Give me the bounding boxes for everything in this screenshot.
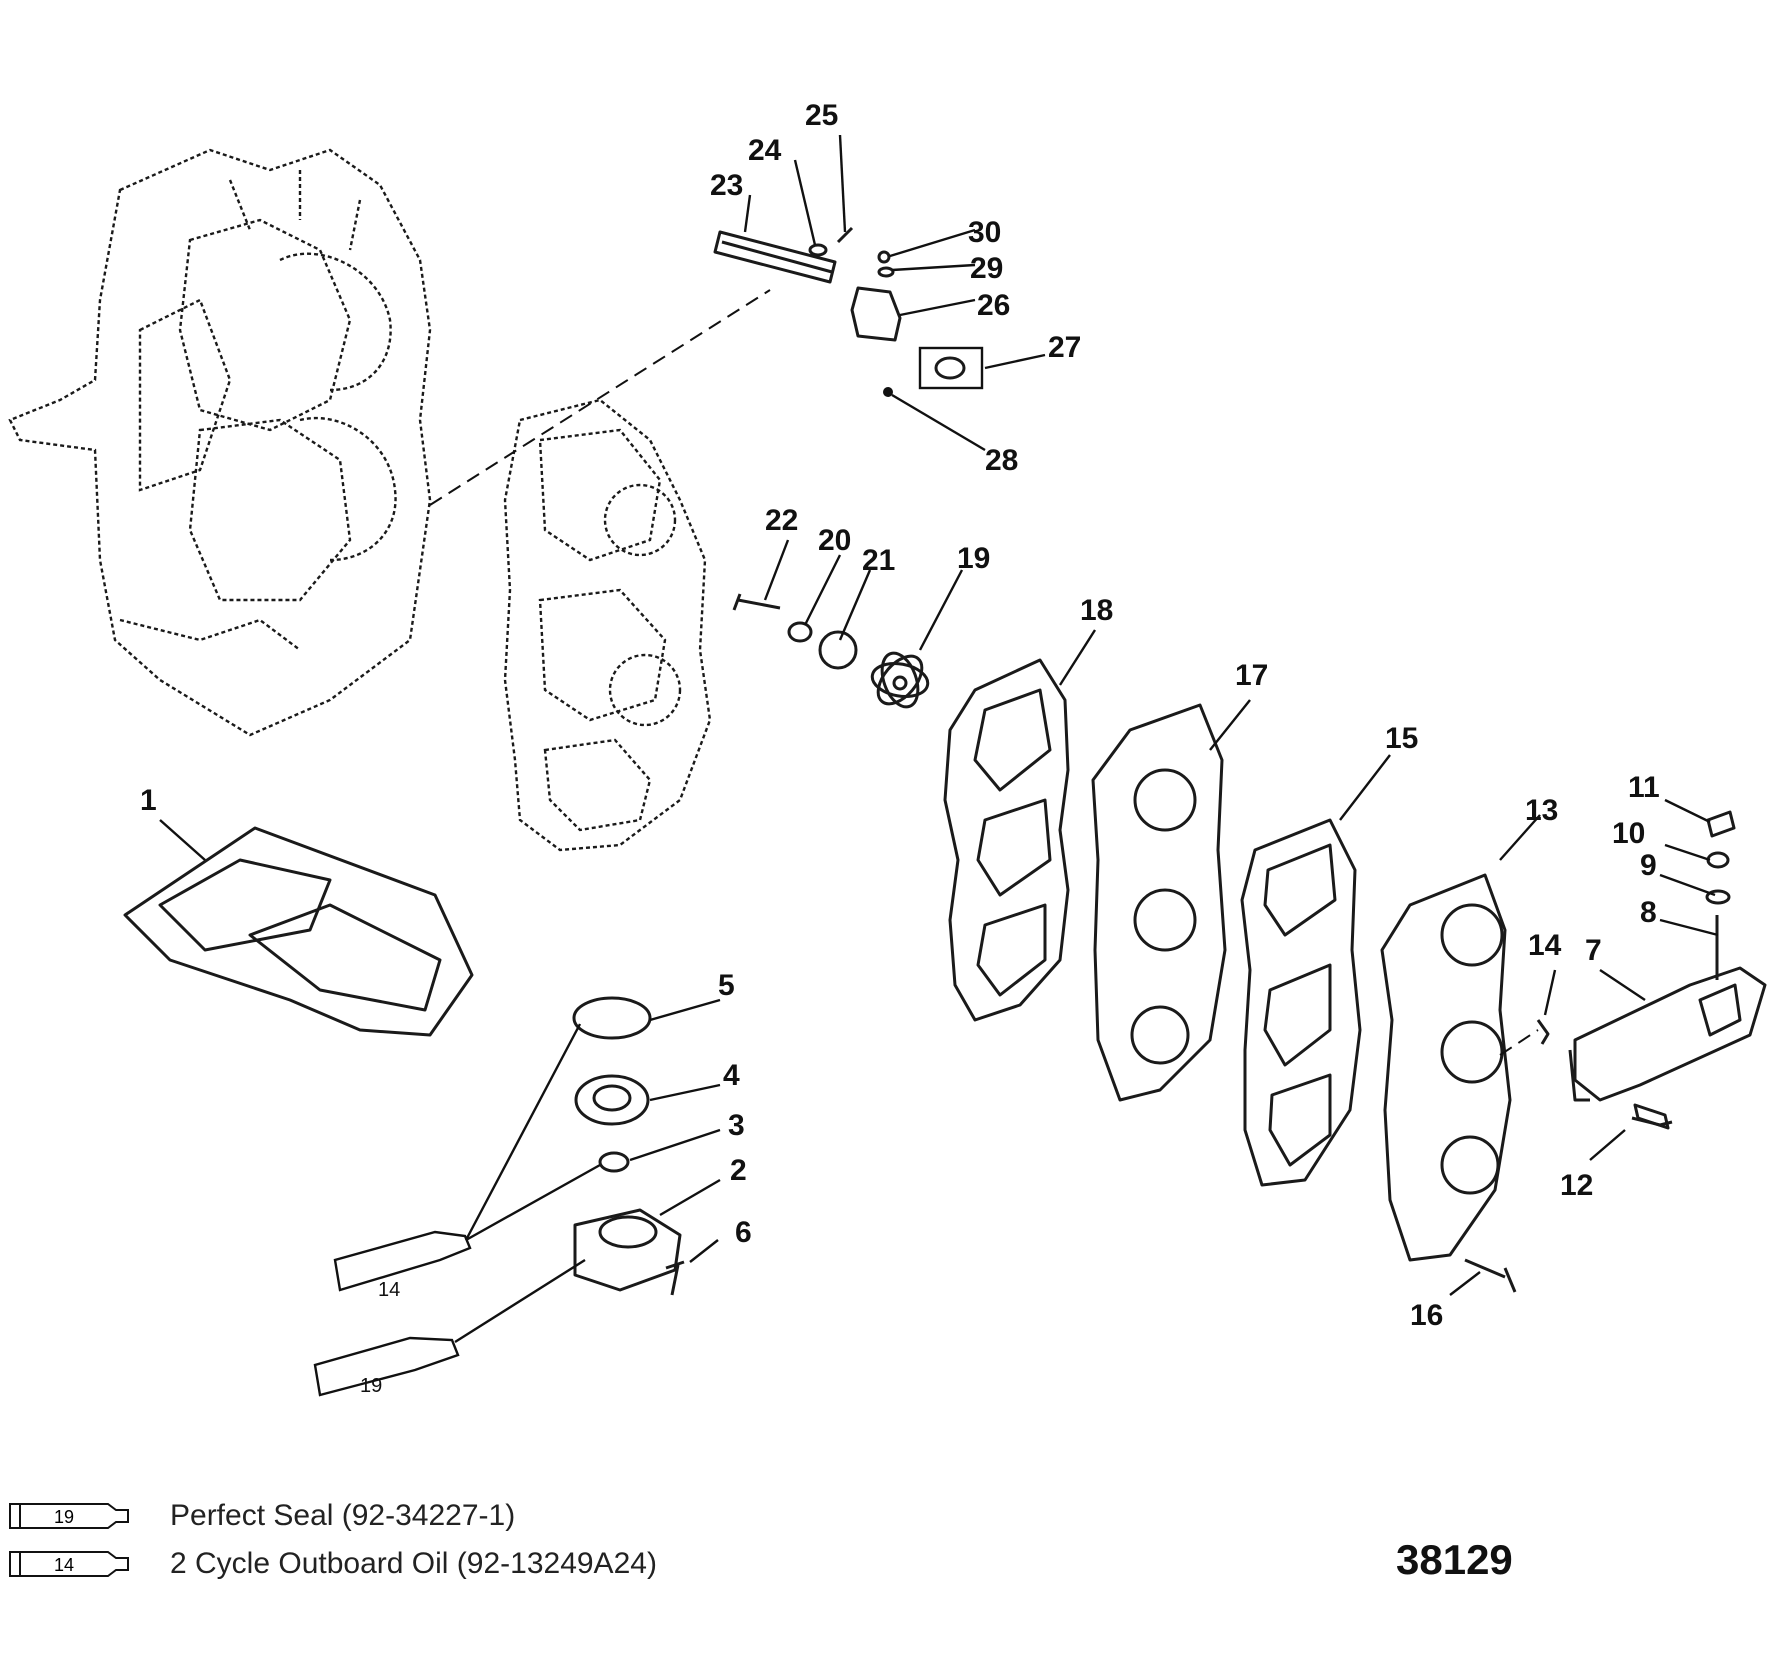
part-26-block — [850, 286, 902, 342]
callout-11: 11 — [1628, 771, 1660, 804]
tube-14-label: 14 — [378, 1279, 400, 1301]
part-21-plate — [818, 630, 858, 670]
part-22-screw — [732, 593, 781, 611]
callout-3: 3 — [728, 1109, 745, 1142]
part-7-bracket — [1568, 966, 1767, 1102]
part-19-reed-petals — [870, 651, 930, 709]
part-3-washer — [598, 1151, 630, 1173]
callout-4: 4 — [723, 1059, 740, 1092]
legend-row-outboard-oil: 14 2 Cycle Outboard Oil (92-13249A24) — [8, 1540, 657, 1588]
part-2-housing — [573, 1208, 682, 1292]
part-27-fitting — [918, 346, 984, 390]
callout-27: 27 — [1048, 331, 1081, 364]
part-20-washer — [787, 621, 813, 643]
part-28-check-ball — [883, 387, 893, 397]
callout-28: 28 — [985, 444, 1018, 477]
part-4-seal — [574, 1074, 650, 1126]
callout-14-manifold: 14 — [1528, 929, 1562, 962]
callout-16: 16 — [1410, 1299, 1443, 1332]
tube-19: 19 — [313, 1336, 460, 1397]
callout-9: 9 — [1640, 849, 1657, 882]
tube-icon: 19 — [9, 1503, 129, 1529]
part-18-gasket — [943, 658, 1070, 1022]
part-17-reed-block — [1091, 703, 1227, 1102]
callout-7: 7 — [1585, 934, 1602, 967]
part-16-bolt — [1464, 1258, 1517, 1293]
part-24-washer — [808, 243, 828, 257]
callout-13: 13 — [1525, 794, 1558, 827]
part-5-o-ring — [572, 996, 652, 1040]
callout-19: 19 — [957, 542, 990, 575]
tube-19-label: 19 — [360, 1375, 382, 1397]
callout-23: 23 — [710, 169, 743, 202]
tube-icon: 14 — [9, 1551, 129, 1577]
part-10-nut — [1706, 851, 1730, 869]
legend-label: 2 Cycle Outboard Oil (92-13249A24) — [170, 1547, 657, 1580]
callout-1: 1 — [140, 784, 157, 817]
leader-lines — [159, 134, 1719, 1296]
callout-30: 30 — [968, 216, 1001, 249]
part-12-bolt — [1631, 1103, 1673, 1130]
callout-25: 25 — [805, 99, 838, 132]
callout-8: 8 — [1640, 896, 1657, 929]
tube-14: 14 — [333, 1230, 472, 1301]
leader-tube14-o-ring — [464, 1023, 582, 1241]
part-14-fitting — [1536, 1019, 1550, 1045]
part-23-strip — [713, 230, 837, 284]
callout-17: 17 — [1235, 659, 1268, 692]
callout-10: 10 — [1612, 817, 1645, 850]
part-6-screw — [665, 1260, 685, 1296]
legend-label: Perfect Seal (92-34227-1) — [170, 1499, 516, 1532]
cylinder-block — [8, 148, 432, 737]
legend: 19 Perfect Seal (92-34227-1) 14 2 Cycle … — [8, 1492, 657, 1588]
legend-code: 14 — [54, 1555, 74, 1575]
leader-tube19-housing — [454, 1258, 586, 1344]
part-29-washer — [877, 266, 895, 278]
callout-5: 5 — [718, 969, 735, 1002]
part-30-nut — [877, 250, 891, 264]
legend-code: 19 — [54, 1507, 74, 1527]
callout-20: 20 — [818, 524, 851, 557]
cylinder-head — [503, 398, 712, 852]
alignment-line — [429, 289, 771, 506]
callout-21: 21 — [862, 544, 895, 577]
part-9-washer — [1705, 889, 1731, 905]
fitting-alignment-line — [1499, 1029, 1539, 1056]
callout-24: 24 — [748, 134, 782, 167]
part-11-nut — [1706, 810, 1736, 838]
callout-15: 15 — [1385, 722, 1418, 755]
callout-26: 26 — [977, 289, 1010, 322]
leader-tube14-washer — [465, 1163, 601, 1242]
callout-2: 2 — [730, 1154, 747, 1187]
callout-6: 6 — [735, 1216, 752, 1249]
part-13-intake-manifold — [1380, 873, 1512, 1262]
part-25-screw — [836, 226, 854, 244]
part-15-gasket — [1240, 818, 1362, 1187]
callout-29: 29 — [970, 252, 1003, 285]
diagram-number: 38129 — [1396, 1536, 1513, 1583]
callout-12: 12 — [1560, 1169, 1593, 1202]
callout-numbers: 1 2 3 4 5 6 7 8 9 10 11 12 13 14 15 16 1… — [140, 99, 1660, 1332]
part-1-gasket — [123, 826, 474, 1037]
legend-row-perfect-seal: 19 Perfect Seal (92-34227-1) — [8, 1492, 657, 1540]
callout-18: 18 — [1080, 594, 1113, 627]
callout-22: 22 — [765, 504, 798, 537]
